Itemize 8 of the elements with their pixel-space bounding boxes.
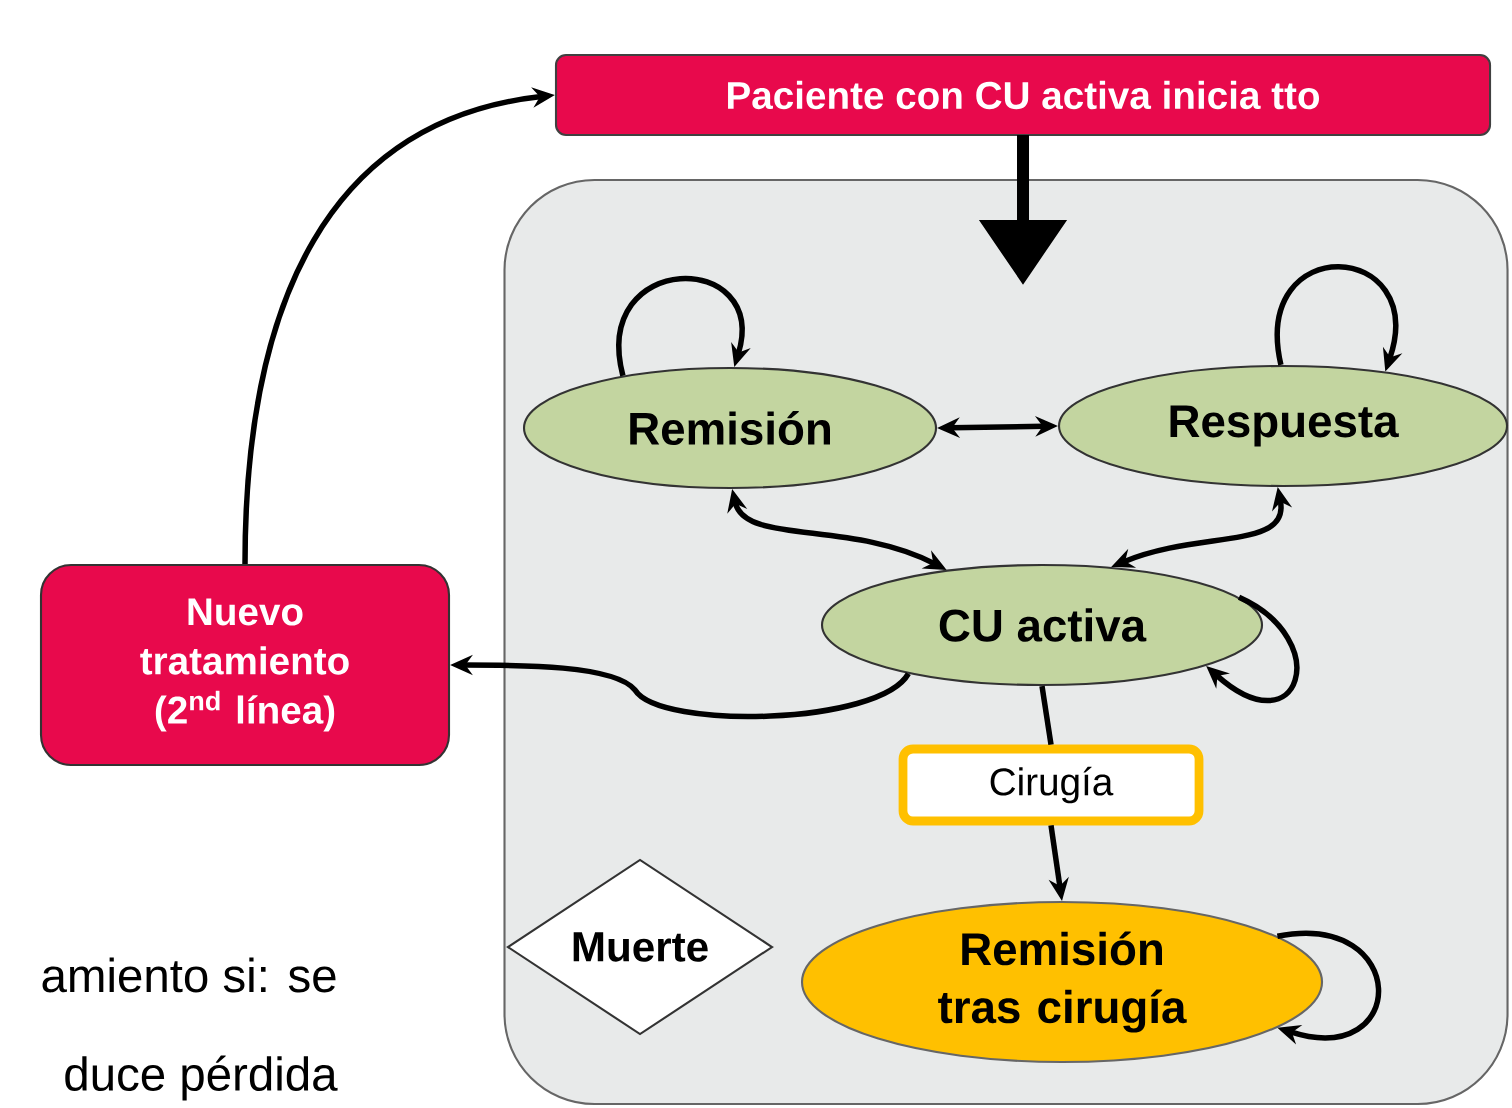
process-box: Paciente con CU activa inicia tto bbox=[554, 53, 1492, 137]
process-box: Nuevo tratamiento (2$^{nd}$ línea) bbox=[39, 563, 451, 767]
arrow bbox=[1277, 930, 1382, 1045]
process-box: Cirugía bbox=[898, 744, 1204, 826]
connector-line bbox=[1039, 685, 1054, 746]
body-text: amiento si: se bbox=[42, 957, 336, 993]
body-text: duce pérdida bbox=[65, 1055, 338, 1101]
arrow bbox=[616, 276, 751, 377]
